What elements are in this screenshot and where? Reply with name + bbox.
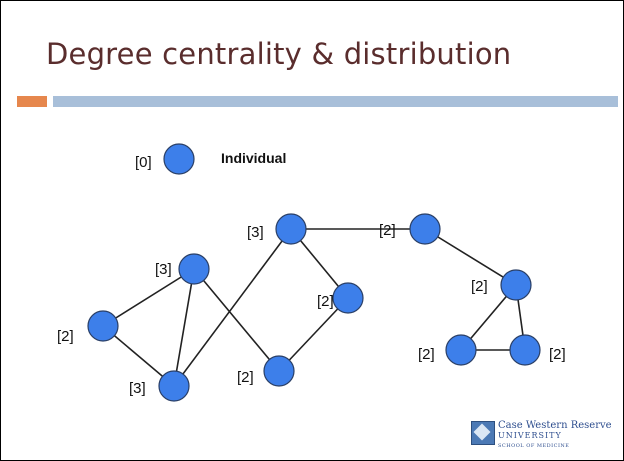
node-n8 xyxy=(500,269,532,301)
legend-node-icon xyxy=(163,143,195,175)
node-degree-label: [3] xyxy=(129,380,146,397)
node-n3 xyxy=(178,253,210,285)
logo-line3: SCHOOL OF MEDICINE xyxy=(498,443,570,449)
node-degree-label: [2] xyxy=(317,293,334,310)
legend-label: Individual xyxy=(221,150,286,166)
title-accent-bar-orange xyxy=(17,96,47,107)
node-degree-label: [2] xyxy=(549,346,566,363)
university-logo: Case Western Reserve UNIVERSITY SCHOOL O… xyxy=(471,419,612,449)
node-degree-label: [2] xyxy=(471,278,488,295)
node-n10 xyxy=(509,334,541,366)
edge-n7-n8 xyxy=(424,228,517,286)
node-degree-label: [3] xyxy=(155,261,172,278)
node-degree-label: [3] xyxy=(247,224,264,241)
nodes-layer: [3] [2] [3] [2] [3] [2] [2] [2] [2] [2] xyxy=(57,213,566,402)
node-n7 xyxy=(409,213,441,245)
edge-n2-n3 xyxy=(102,268,195,327)
title-accent-bar-blue xyxy=(53,96,618,107)
logo-line1: Case Western Reserve xyxy=(498,420,612,431)
node-degree-label: [2] xyxy=(418,346,435,363)
slide-title: Degree centrality & distribution xyxy=(46,37,512,71)
node-n4 xyxy=(332,282,364,314)
edge-n3-n6 xyxy=(193,268,280,372)
node-n6 xyxy=(263,355,295,387)
node-n2 xyxy=(87,310,119,342)
university-shield-icon xyxy=(471,421,495,445)
edge-n3-n5 xyxy=(173,268,195,387)
node-n1 xyxy=(275,213,307,245)
legend-degree-label: [0] xyxy=(135,154,152,171)
node-degree-label: [2] xyxy=(57,328,74,345)
node-n5 xyxy=(158,370,190,402)
node-degree-label: [2] xyxy=(379,222,396,239)
logo-line2: UNIVERSITY xyxy=(498,431,562,440)
node-degree-label: [2] xyxy=(237,369,254,386)
node-n9 xyxy=(445,334,477,366)
edge-n4-n6 xyxy=(278,297,349,372)
edge-n1-n5 xyxy=(173,228,292,387)
